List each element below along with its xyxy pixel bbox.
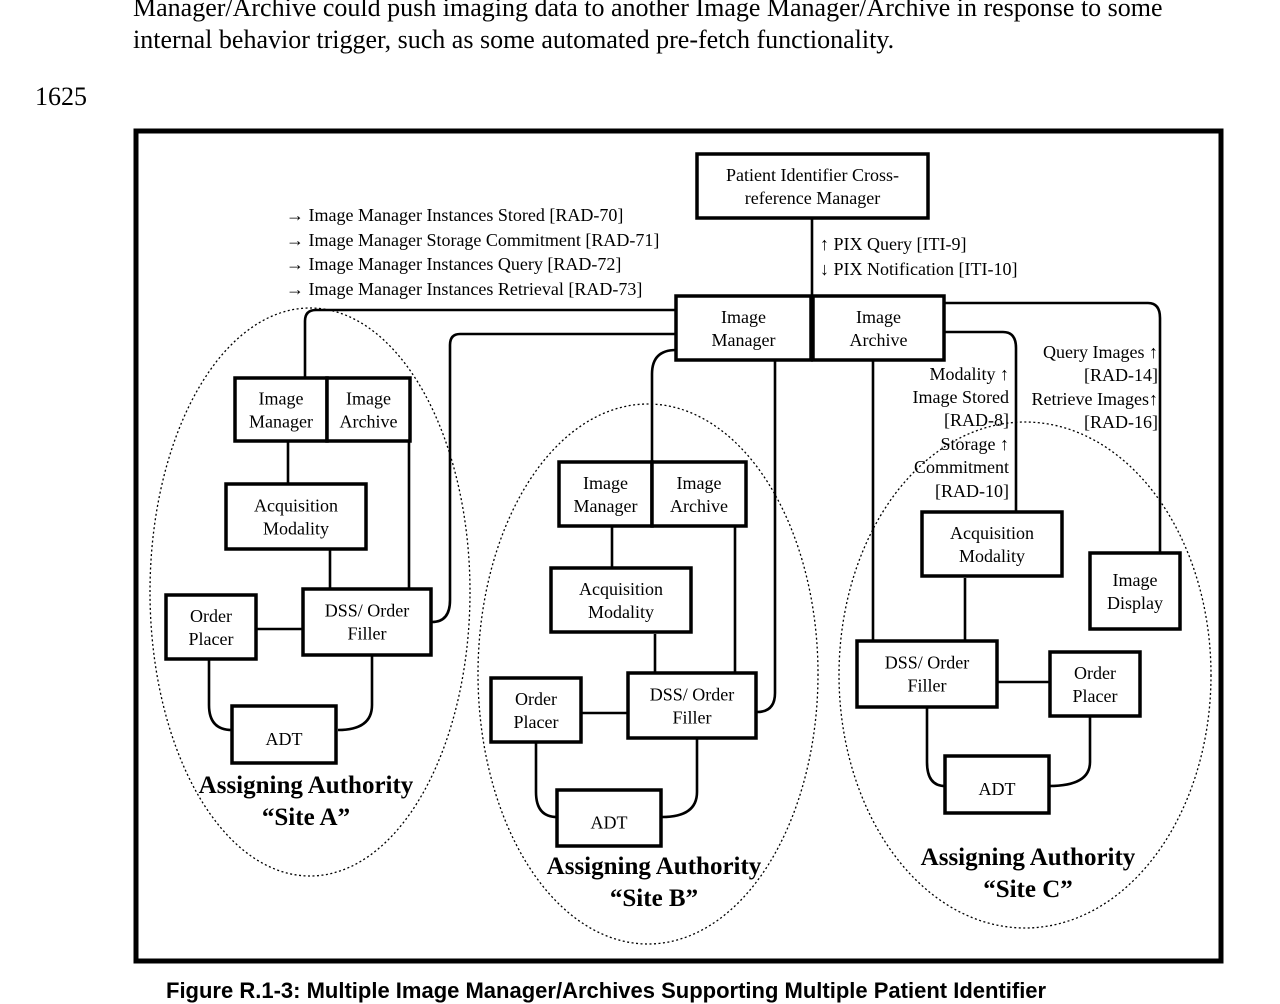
transaction-rad-10: [RAD-10] xyxy=(935,481,1009,501)
site-a-acquisition-modality-label-2: Modality xyxy=(263,519,329,539)
site-a-image-manager-box: Image Manager xyxy=(233,376,329,443)
transaction-storage-label: Storage ↑ xyxy=(941,434,1009,454)
line-number: 1625 xyxy=(35,82,87,111)
site-a-image-archive-box: Image Archive xyxy=(325,376,412,443)
figure-frame xyxy=(133,128,1224,964)
central-image-manager-label-1: Image xyxy=(721,307,766,327)
figure-caption: Figure R.1-3: Multiple Image Manager/Arc… xyxy=(166,978,1047,1003)
transaction-rad-71: → Image Manager Storage Commitment [RAD-… xyxy=(286,230,659,250)
site-b-acquisition-modality-box: Acquisition Modality xyxy=(549,566,693,634)
site-a-dss-order-filler-box: DSS/ Order Filler xyxy=(301,587,433,657)
site-a-dss-order-filler-label-2: Filler xyxy=(348,624,387,644)
site-b-image-archive-label-1: Image xyxy=(677,473,722,493)
site-b-adt-box: ADT xyxy=(555,788,663,848)
site-a-title-line-1: Assigning Authority xyxy=(199,772,414,799)
site-a-image-manager-label-2: Manager xyxy=(249,412,313,432)
transaction-retrieve-images-label: Retrieve Images↑ xyxy=(1032,389,1158,409)
site-c-order-placer-box: Order Placer xyxy=(1048,650,1142,718)
transaction-query-images-label: Query Images ↑ xyxy=(1043,342,1158,362)
site-b-title-line-2: “Site B” xyxy=(610,885,698,912)
transaction-rad-73: → Image Manager Instances Retrieval [RAD… xyxy=(286,279,642,299)
pix-manager-box: Patient Identifier Cross- reference Mana… xyxy=(695,152,930,220)
transaction-rad-70: → Image Manager Instances Stored [RAD-70… xyxy=(286,205,623,225)
site-c-order-placer-label-1: Order xyxy=(1074,663,1116,683)
site-b-acquisition-modality-label-2: Modality xyxy=(588,602,654,622)
site-a-adt-label: ADT xyxy=(266,729,303,749)
site-b-dss-order-filler-box: DSS/ Order Filler xyxy=(626,671,758,740)
intro-paragraph: Manager/Archive could push imaging data … xyxy=(133,0,1163,54)
site-c-acquisition-modality-label-1: Acquisition xyxy=(950,523,1034,543)
site-b-order-placer-box: Order Placer xyxy=(489,676,583,744)
pix-transactions: ↑ PIX Query [ITI-9] ↓ PIX Notification [… xyxy=(820,234,1017,279)
site-a-image-archive-label-2: Archive xyxy=(340,412,398,432)
site-a-order-placer-label-2: Placer xyxy=(189,629,234,649)
site-b-oval xyxy=(477,403,819,945)
central-image-manager-box: Image Manager xyxy=(674,294,813,362)
transaction-rad-14: [RAD-14] xyxy=(1084,365,1158,385)
pix-manager-label-1: Patient Identifier Cross- xyxy=(726,165,899,185)
modality-transactions: Modality ↑ Image Stored [RAD-8] Storage … xyxy=(913,364,1009,501)
image-manager-transactions: → Image Manager Instances Stored [RAD-70… xyxy=(286,205,659,299)
site-c-title: Assigning Authority “Site C” xyxy=(921,844,1136,903)
site-c-adt-label: ADT xyxy=(979,779,1016,799)
site-c-image-display-label-1: Image xyxy=(1113,570,1158,590)
central-image-archive-label-2: Archive xyxy=(850,330,908,350)
site-b-image-manager-label-1: Image xyxy=(583,473,628,493)
site-c-title-line-2: “Site C” xyxy=(983,876,1073,903)
site-b-title-line-1: Assigning Authority xyxy=(547,853,762,880)
site-b-image-archive-box: Image Archive xyxy=(650,460,748,528)
site-c-order-placer-label-2: Placer xyxy=(1073,686,1118,706)
site-b-image-manager-label-2: Manager xyxy=(574,496,638,516)
display-transactions: Query Images ↑ [RAD-14] Retrieve Images↑… xyxy=(1032,342,1158,432)
site-a-dss-order-filler-label-1: DSS/ Order xyxy=(325,601,410,621)
transaction-rad-8: [RAD-8] xyxy=(944,410,1009,430)
transaction-rad-16: [RAD-16] xyxy=(1084,412,1158,432)
transaction-commitment-label: Commitment xyxy=(914,457,1009,477)
site-b-adt-label: ADT xyxy=(591,813,628,833)
site-c-acquisition-modality-box: Acquisition Modality xyxy=(920,510,1064,578)
site-a-acquisition-modality-label-1: Acquisition xyxy=(254,496,338,516)
site-c-image-display-box: Image Display xyxy=(1088,551,1182,631)
transaction-rad-72: → Image Manager Instances Query [RAD-72] xyxy=(286,254,621,274)
site-b-dss-order-filler-label-2: Filler xyxy=(673,708,712,728)
site-c-dss-order-filler-label-2: Filler xyxy=(908,676,947,696)
site-a-title: Assigning Authority “Site A” xyxy=(199,772,414,831)
site-c-dss-order-filler-label-1: DSS/ Order xyxy=(885,653,970,673)
site-b-image-manager-box: Image Manager xyxy=(557,460,654,528)
central-image-archive-box: Image Archive xyxy=(811,294,946,362)
site-c-acquisition-modality-label-2: Modality xyxy=(959,546,1025,566)
pix-manager-label-2: reference Manager xyxy=(745,188,880,208)
site-a-oval xyxy=(149,307,471,877)
site-a-image-manager-label-1: Image xyxy=(259,389,304,409)
transaction-image-stored-label: Image Stored xyxy=(913,387,1009,407)
site-b-image-archive-label-2: Archive xyxy=(670,496,728,516)
transaction-iti-9: ↑ PIX Query [ITI-9] xyxy=(820,234,966,254)
site-a-adt-box: ADT xyxy=(230,704,338,765)
site-a-order-placer-label-1: Order xyxy=(190,606,232,626)
site-a-acquisition-modality-box: Acquisition Modality xyxy=(224,482,368,551)
site-c-adt-box: ADT xyxy=(943,754,1051,815)
site-b-dss-order-filler-label-1: DSS/ Order xyxy=(650,685,735,705)
site-c-title-line-1: Assigning Authority xyxy=(921,844,1136,871)
transaction-modality-label: Modality ↑ xyxy=(930,364,1010,384)
transaction-iti-10: ↓ PIX Notification [ITI-10] xyxy=(820,259,1017,279)
site-c-image-display-label-2: Display xyxy=(1107,593,1163,613)
site-a-title-line-2: “Site A” xyxy=(262,804,350,831)
site-c-oval xyxy=(838,421,1212,929)
site-b-order-placer-label-1: Order xyxy=(515,689,557,709)
connector-lines xyxy=(207,218,1162,819)
central-image-archive-label-1: Image xyxy=(856,307,901,327)
site-b-title: Assigning Authority “Site B” xyxy=(547,853,762,912)
site-c-dss-order-filler-box: DSS/ Order Filler xyxy=(855,639,999,709)
site-b-order-placer-label-2: Placer xyxy=(514,712,559,732)
site-a-order-placer-box: Order Placer xyxy=(164,593,258,661)
site-a-image-archive-label-1: Image xyxy=(346,389,391,409)
central-image-manager-label-2: Manager xyxy=(712,330,776,350)
site-b-acquisition-modality-label-1: Acquisition xyxy=(579,579,663,599)
